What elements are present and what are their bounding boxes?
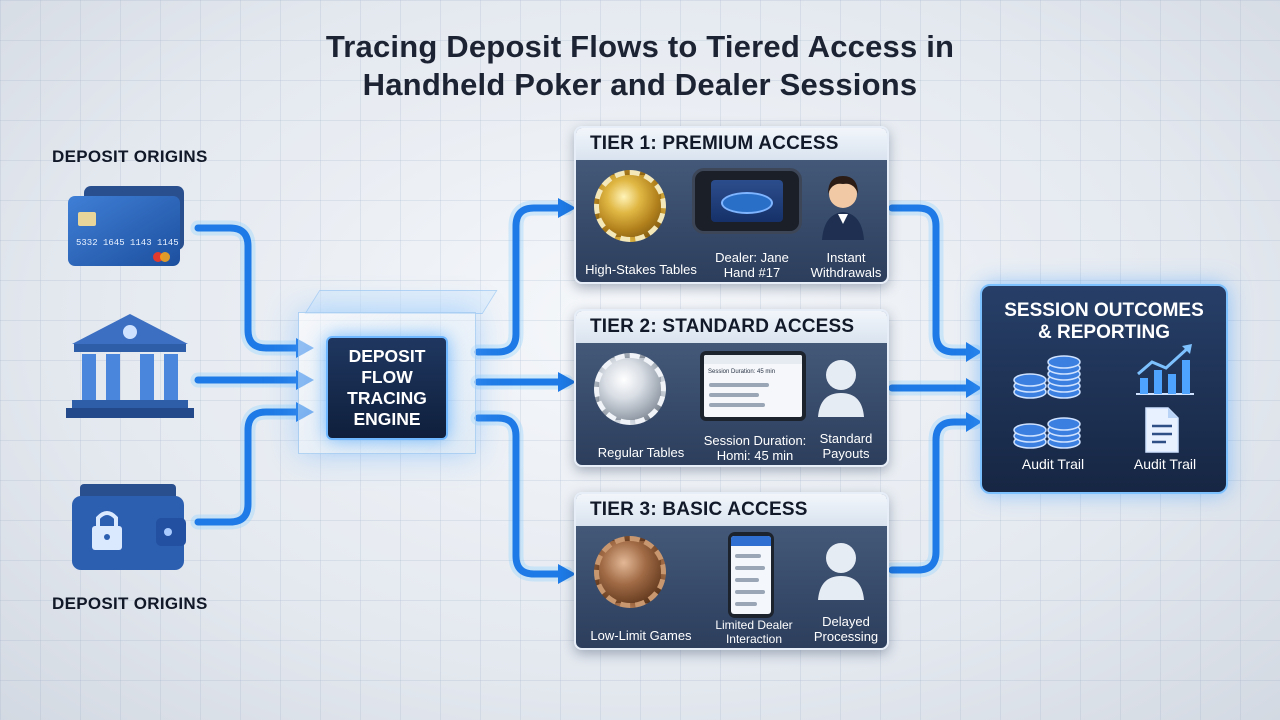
title-line-2: Handheld Poker and Dealer Sessions (362, 67, 918, 102)
tier-2-item-tables: Regular Tables (597, 445, 685, 460)
engine-cube-top (304, 290, 498, 314)
tablet-icon: Session Duration: 45 min (700, 351, 806, 421)
origins-label-bottom: DEPOSIT ORIGINS (52, 594, 208, 613)
gold-chip-icon (594, 170, 666, 242)
origins-label-top: DEPOSIT ORIGINS (52, 147, 208, 166)
flow-tier3-to-outcomes (888, 418, 974, 574)
tier-2-header: TIER 2: STANDARD ACCESS (576, 311, 887, 343)
tier-1-panel: TIER 1: PREMIUM ACCESS High-Stakes Table… (574, 126, 889, 284)
tier-3-item-processing: Delayed Processing (813, 614, 879, 644)
silver-chip-icon (594, 353, 666, 425)
diagram-title: Tracing Deposit Flows to Tiered Access i… (0, 28, 1280, 104)
outcomes-title: SESSION OUTCOMES & REPORTING (1004, 300, 1204, 343)
tier-1-item-withdrawals: Instant Withdrawals (810, 250, 882, 280)
tier-1-header: TIER 1: PREMIUM ACCESS (576, 128, 887, 160)
phone-icon (728, 532, 774, 618)
tier-3-item-games: Low-Limit Games (590, 628, 692, 643)
flow-wallet-to-engine (194, 408, 302, 526)
flow-engine-to-tier3 (474, 414, 566, 578)
credit-card-icon: 5332 1645 1143 1145 (68, 186, 184, 266)
dealer-avatar-icon (822, 176, 864, 240)
tablet-screen-text: Session Duration: 45 min (708, 369, 776, 375)
tier-3-header: TIER 3: BASIC ACCESS (576, 494, 887, 526)
growth-chart-icon (1136, 344, 1194, 395)
outcome-label-audit-trail-1: Audit Trail (1021, 456, 1085, 472)
user-avatar-icon (818, 543, 864, 600)
handheld-console-icon (692, 168, 802, 234)
title-line-1: Tracing Deposit Flows to Tiered Access i… (325, 29, 955, 64)
flow-card-to-engine (194, 224, 302, 352)
tier-2-item-session: Session Duration: Homi: 45 min (703, 433, 807, 463)
tier-3-item-dealer: Limited Dealer Interaction (715, 618, 793, 646)
chip-stack-icon (1013, 355, 1081, 399)
tier-1-item-dealer: Dealer: Jane Hand #17 (715, 250, 789, 280)
tier-1-item-tables: High-Stakes Tables (585, 262, 697, 277)
bank-icon (66, 314, 194, 418)
tier-2-item-payouts: Standard Payouts (819, 431, 873, 461)
flow-engine-to-tier1 (474, 204, 566, 356)
session-outcomes-panel: SESSION OUTCOMES & REPORTING Audit Trail… (980, 284, 1228, 494)
tier-2-panel: TIER 2: STANDARD ACCESS Session Duration… (574, 309, 889, 467)
deposit-flow-tracing-engine: DEPOSIT FLOW TRACING ENGINE (326, 336, 448, 440)
chip-stack-icon (1013, 417, 1081, 449)
outcome-label-audit-trail-2: Audit Trail (1133, 456, 1197, 472)
bronze-chip-icon (594, 536, 666, 608)
tier-3-panel: TIER 3: BASIC ACCESS Low-Limit Games Lim… (574, 492, 889, 650)
user-avatar-icon (818, 360, 864, 417)
card-number-text: 5332 1645 1143 1145 (76, 238, 179, 248)
document-icon (1145, 407, 1179, 453)
flow-tier1-to-outcomes (888, 204, 974, 356)
wallet-lock-icon (72, 484, 186, 570)
